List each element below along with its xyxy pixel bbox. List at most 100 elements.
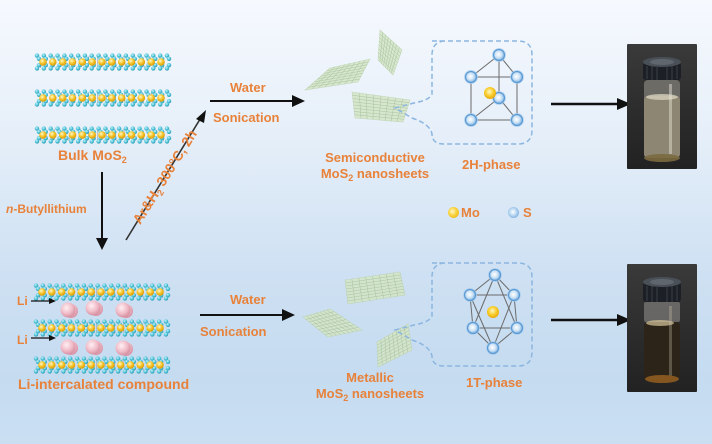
s-atom — [89, 89, 94, 94]
mos2-layer-2 — [34, 89, 172, 107]
bond — [472, 274, 496, 329]
s-atom — [164, 102, 170, 107]
mo-atom — [147, 131, 155, 139]
mos2-layer-1 — [33, 283, 171, 301]
s-atom — [62, 66, 67, 71]
s-atom — [81, 296, 87, 301]
mo-atom — [58, 58, 67, 66]
s-atom — [122, 356, 128, 361]
s-atom — [105, 129, 110, 134]
s-atom — [157, 356, 162, 361]
semiconductive-line2: MoS2 nanosheets — [310, 166, 440, 184]
s-atom — [55, 66, 60, 71]
s-atom — [82, 89, 88, 94]
s-atom — [143, 296, 148, 301]
s-atom — [81, 319, 87, 324]
s-atom — [104, 359, 109, 364]
nanosheets-text: nanosheets — [348, 386, 425, 402]
s-atom — [61, 319, 66, 324]
mo-atom — [484, 87, 496, 99]
s-atom — [33, 369, 39, 374]
mo-atom — [107, 288, 115, 296]
legend-s-label: S — [523, 205, 532, 220]
s-atom — [34, 89, 40, 94]
s-atom — [115, 332, 121, 337]
s-atom — [164, 53, 170, 58]
s-atom — [157, 283, 162, 288]
s-atom — [88, 319, 93, 324]
s-atom — [96, 126, 101, 131]
s-atom — [165, 329, 171, 334]
s-atom — [82, 66, 88, 71]
s-atom — [96, 139, 101, 144]
s-atom — [96, 53, 101, 58]
mo-atom — [97, 288, 105, 296]
s-atom — [34, 139, 40, 144]
mos-text: MoS — [315, 386, 344, 402]
s-atom — [105, 99, 110, 104]
s-atom — [151, 66, 156, 71]
s-atom — [33, 332, 39, 337]
s-atom — [62, 126, 67, 131]
legend-mo-label: Mo — [461, 205, 480, 220]
s-atom — [47, 356, 52, 361]
s-atom — [157, 296, 162, 301]
s-atom — [54, 319, 59, 324]
s-atom — [123, 102, 129, 107]
mo-atom — [38, 361, 46, 369]
s-atom — [157, 369, 162, 374]
s-atom — [137, 126, 142, 131]
s-atom — [115, 319, 121, 324]
butyllithium-prefix: n — [6, 202, 14, 216]
s-atom — [104, 286, 109, 291]
mo-atom — [39, 131, 47, 139]
s-atom — [144, 66, 149, 71]
s-atom — [33, 319, 39, 324]
s-atom-core — [492, 48, 506, 62]
s-atom — [102, 332, 107, 337]
s-atom — [82, 126, 88, 131]
s-atom — [163, 356, 169, 361]
2h-unit-cell — [464, 48, 524, 127]
mo-atom — [126, 324, 135, 332]
mo-atom — [77, 361, 86, 369]
butyllithium-text: -Butyllithium — [13, 202, 87, 216]
mo-atom — [117, 131, 126, 139]
li-atom — [85, 339, 101, 355]
s-atom — [34, 126, 40, 131]
s-atom-core — [507, 288, 521, 302]
mo-atom — [117, 58, 126, 66]
mo-atom — [57, 324, 66, 332]
butyllithium-arrow — [96, 172, 108, 250]
s-atom — [103, 66, 108, 71]
s-atom — [68, 369, 73, 374]
mo-atom — [136, 361, 145, 369]
mo-atom — [136, 288, 145, 296]
nanosheet — [302, 308, 363, 338]
s-atom — [158, 66, 163, 71]
li-atom — [115, 340, 131, 356]
mo-atom — [157, 58, 165, 66]
li-atom — [60, 302, 76, 318]
s-atom — [110, 53, 115, 58]
s-atom — [41, 126, 46, 131]
s-atom — [129, 296, 134, 301]
s-atom — [75, 102, 81, 107]
s-atom — [122, 332, 128, 337]
s-atom — [157, 332, 162, 337]
mo-atom — [88, 58, 96, 66]
mo-atom — [146, 288, 154, 296]
s-atom — [123, 126, 129, 131]
mo-atom — [67, 288, 76, 296]
mo-atom — [107, 324, 115, 332]
s-atom — [83, 286, 89, 291]
s-atom — [165, 286, 171, 291]
s-atom — [137, 89, 142, 94]
mos-text: MoS — [320, 166, 349, 182]
s-atom — [74, 332, 80, 337]
semiconductive-label: Semiconductive MoS2 nanosheets — [310, 150, 440, 185]
mos2-layer-3 — [34, 126, 172, 144]
mos2-layer-3 — [33, 356, 171, 374]
nanosheet — [351, 91, 411, 123]
s-atom — [130, 102, 135, 107]
